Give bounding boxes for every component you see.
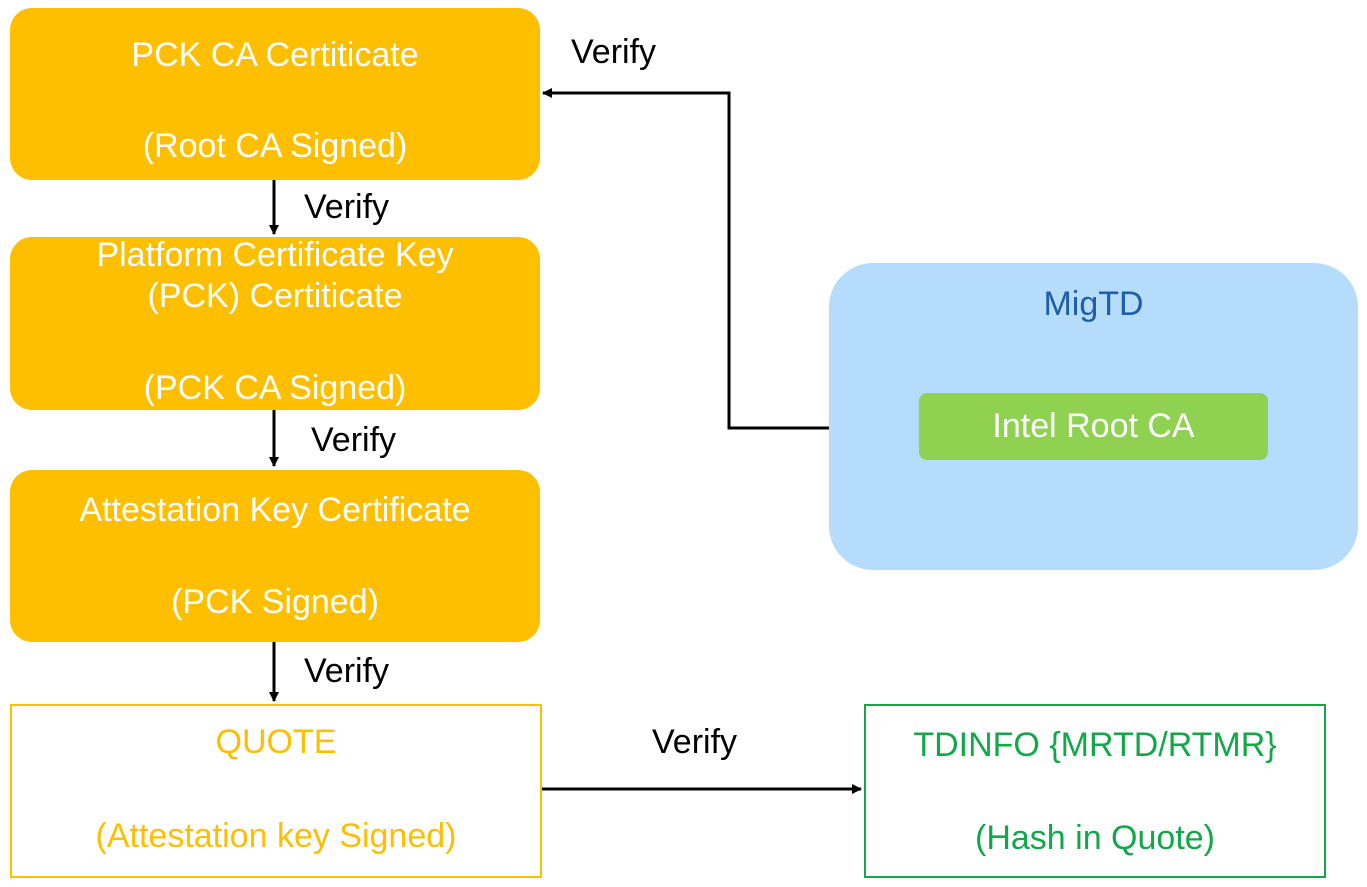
pck-certificate-node: Platform Certificate Key (PCK) Certitica… bbox=[10, 236, 540, 410]
pck-ca-subtitle: (Root CA Signed) bbox=[142, 127, 408, 165]
tdinfo-title: TDINFO {MRTD/RTMR} bbox=[913, 726, 1277, 764]
tdinfo-subtitle: (Hash in Quote) bbox=[975, 819, 1215, 857]
attestation-key-certificate-node: Attestation Key Certificate (PCK Signed) bbox=[10, 470, 540, 642]
arrow-root-ca-to-pck-ca bbox=[542, 88, 918, 430]
verify-label-pck: Verify bbox=[311, 421, 397, 459]
verify-label-attestation: Verify bbox=[304, 652, 390, 690]
pck-cert-title-2: (PCK) Certiticate bbox=[147, 277, 403, 315]
quote-title: QUOTE bbox=[215, 723, 337, 761]
tdinfo-node: TDINFO {MRTD/RTMR} (Hash in Quote) bbox=[864, 704, 1326, 878]
pck-cert-subtitle: (PCK CA Signed) bbox=[143, 369, 407, 407]
attestation-subtitle: (PCK Signed) bbox=[171, 583, 379, 621]
verify-label-pck-ca: Verify bbox=[304, 188, 390, 226]
migtd-title: MigTD bbox=[1043, 285, 1144, 323]
verify-label-quote: Verify bbox=[652, 723, 738, 761]
intel-root-ca-node: Intel Root CA bbox=[919, 393, 1268, 460]
attestation-title: Attestation Key Certificate bbox=[79, 491, 471, 529]
quote-subtitle: (Attestation key Signed) bbox=[95, 817, 457, 855]
pck-ca-title: PCK CA Certiticate bbox=[131, 36, 419, 74]
pck-ca-certificate-node: PCK CA Certiticate (Root CA Signed) bbox=[10, 8, 540, 180]
intel-root-ca-label: Intel Root CA bbox=[992, 407, 1195, 445]
pck-cert-title: Platform Certificate Key bbox=[96, 236, 454, 274]
quote-node: QUOTE (Attestation key Signed) bbox=[10, 704, 542, 878]
verify-label-root: Verify bbox=[571, 33, 657, 71]
